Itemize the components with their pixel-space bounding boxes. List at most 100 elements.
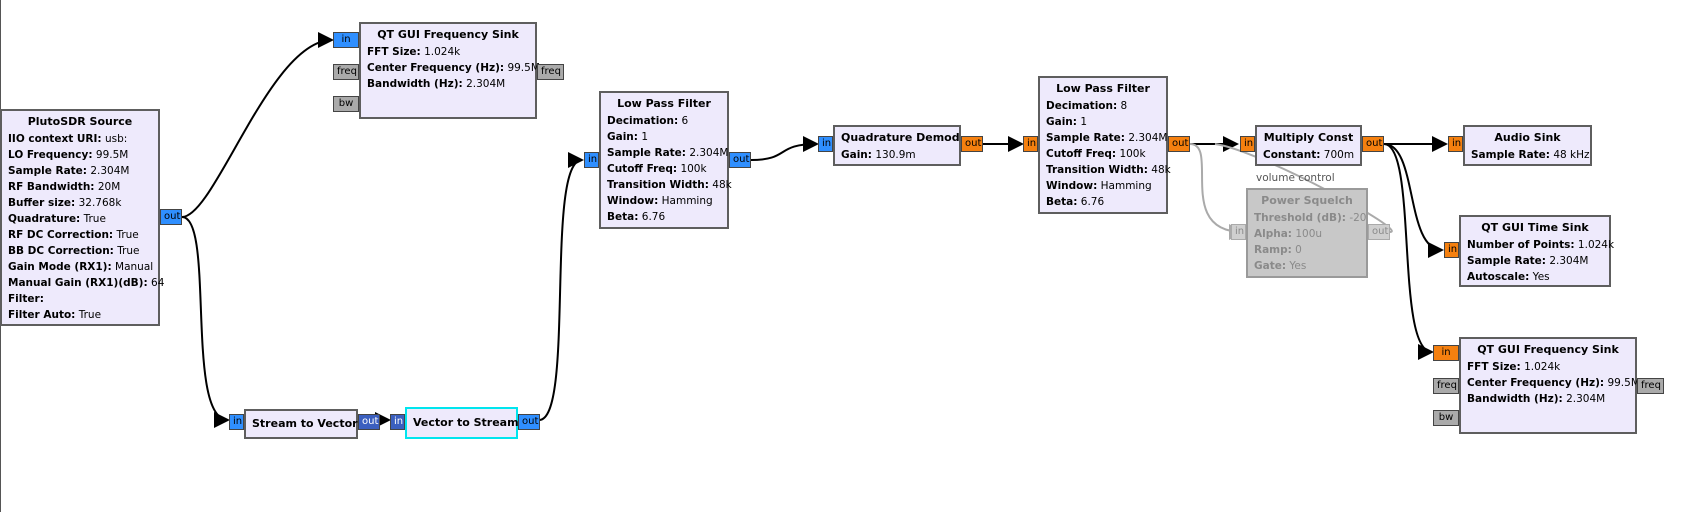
param-value: 700m: [1323, 149, 1355, 161]
param-value: 6.76: [1080, 196, 1105, 208]
port-in[interactable]: in: [1231, 224, 1246, 240]
port-in[interactable]: in: [1444, 242, 1459, 258]
wire-pluto-to-s2v: [181, 216, 230, 428]
param-row: Cutoff Freq: 100k: [1046, 146, 1160, 162]
param-value: True: [117, 245, 140, 257]
param-row: Beta: 6.76: [607, 209, 721, 225]
param-row: RF Bandwidth: 20M: [8, 179, 152, 195]
param-key: Manual Gain (RX1)(dB):: [8, 277, 148, 289]
port-in[interactable]: in: [1023, 136, 1038, 152]
block-audio-sink[interactable]: Audio Sink Sample Rate: 48 kHz: [1463, 125, 1592, 166]
port-out-vector[interactable]: out: [358, 414, 380, 430]
port-freq-in[interactable]: freq: [1433, 378, 1459, 394]
param-value: 1.024k: [1524, 361, 1561, 373]
param-value: 48k: [712, 179, 732, 191]
param-key: Beta:: [607, 211, 639, 223]
port-in[interactable]: in: [1433, 345, 1459, 361]
port-in[interactable]: in: [229, 414, 244, 430]
param-value: 2.304M: [90, 165, 130, 177]
block-params: Sample Rate: 48 kHz: [1471, 147, 1590, 163]
port-bw[interactable]: bw: [333, 96, 359, 112]
param-row: IIO context URI: usb:: [8, 131, 152, 147]
block-quadrature-demod[interactable]: Quadrature Demod Gain: 130.9m: [833, 125, 961, 166]
block-multiply-const[interactable]: Multiply Const Constant: 700m: [1255, 125, 1362, 166]
block-title: Low Pass Filter: [617, 97, 711, 110]
param-row: Sample Rate: 48 kHz: [1471, 147, 1590, 163]
param-row: Transition Width: 48k: [607, 177, 732, 193]
param-key: Bandwidth (Hz):: [367, 78, 463, 90]
param-key: Transition Width:: [607, 179, 709, 191]
param-key: Quadrature:: [8, 213, 81, 225]
port-freq-out[interactable]: freq: [537, 64, 564, 80]
param-value: 2.304M: [466, 78, 506, 90]
port-in[interactable]: in: [333, 32, 359, 48]
port-in[interactable]: in: [584, 152, 599, 168]
param-key: BB DC Correction:: [8, 245, 114, 257]
param-key: Autoscale:: [1467, 271, 1530, 283]
param-key: Constant:: [1263, 149, 1321, 161]
param-row: Center Frequency (Hz): 99.5M: [367, 60, 540, 76]
param-key: FFT Size:: [367, 46, 421, 58]
port-out[interactable]: out: [1362, 136, 1384, 152]
param-key: Transition Width:: [1046, 164, 1148, 176]
port-out[interactable]: out: [961, 136, 983, 152]
block-title: Low Pass Filter: [1056, 82, 1150, 95]
block-title: Multiply Const: [1263, 131, 1354, 144]
block-title: Quadrature Demod: [841, 131, 960, 144]
param-value: Yes: [1532, 271, 1550, 283]
param-row: Beta: 6.76: [1046, 194, 1160, 210]
param-key: Sample Rate:: [1471, 149, 1550, 161]
port-out[interactable]: out: [1368, 224, 1390, 240]
port-in-vector[interactable]: in: [390, 414, 405, 430]
block-plutosdr-source[interactable]: PlutoSDR Source IIO context URI: usb:LO …: [0, 109, 164, 326]
block-vector-to-stream[interactable]: Vector to Stream: [405, 407, 519, 439]
port-in[interactable]: in: [1240, 136, 1255, 152]
port-out[interactable]: out: [518, 414, 540, 430]
block-title: Stream to Vector: [252, 417, 358, 430]
block-title: Audio Sink: [1494, 131, 1561, 144]
param-key: Sample Rate:: [1046, 132, 1125, 144]
port-in[interactable]: in: [1448, 136, 1463, 152]
param-row: Cutoff Freq: 100k: [607, 161, 721, 177]
param-row: FFT Size: 1.024k: [367, 44, 529, 60]
port-out[interactable]: out: [1168, 136, 1190, 152]
param-key: Center Frequency (Hz):: [1467, 377, 1605, 389]
block-title: QT GUI Time Sink: [1481, 221, 1589, 234]
param-key: Gain:: [1046, 116, 1077, 128]
param-key: Number of Points:: [1467, 239, 1575, 251]
param-key: Cutoff Freq:: [1046, 148, 1117, 160]
param-value: 2.304M: [689, 147, 729, 159]
param-value: 0: [1295, 244, 1302, 256]
port-freq-in[interactable]: freq: [333, 64, 359, 80]
block-stream-to-vector[interactable]: Stream to Vector: [244, 409, 358, 439]
port-bw[interactable]: bw: [1433, 410, 1459, 426]
param-value: usb:: [104, 133, 128, 145]
port-in[interactable]: in: [818, 136, 833, 152]
port-out[interactable]: out: [729, 152, 751, 168]
param-row: Bandwidth (Hz): 2.304M: [367, 76, 529, 92]
param-key: Sample Rate:: [1467, 255, 1546, 267]
wire-lpf1-to-qdemod: [750, 136, 819, 161]
param-value: 48 kHz: [1553, 149, 1590, 161]
block-qt-gui-time-sink[interactable]: QT GUI Time Sink Number of Points: 1.024…: [1459, 215, 1614, 287]
param-key: FFT Size:: [1467, 361, 1521, 373]
param-row: Sample Rate: 2.304M: [8, 163, 152, 179]
port-out[interactable]: out: [160, 209, 182, 225]
wire-mult-to-timesink: [1383, 143, 1444, 258]
port-freq-out[interactable]: freq: [1637, 378, 1664, 394]
block-params: Constant: 700m: [1263, 147, 1354, 163]
param-value: Manual: [115, 261, 154, 273]
param-key: Center Frequency (Hz):: [367, 62, 505, 74]
param-row: BB DC Correction: True: [8, 243, 152, 259]
param-key: Window:: [607, 195, 659, 207]
